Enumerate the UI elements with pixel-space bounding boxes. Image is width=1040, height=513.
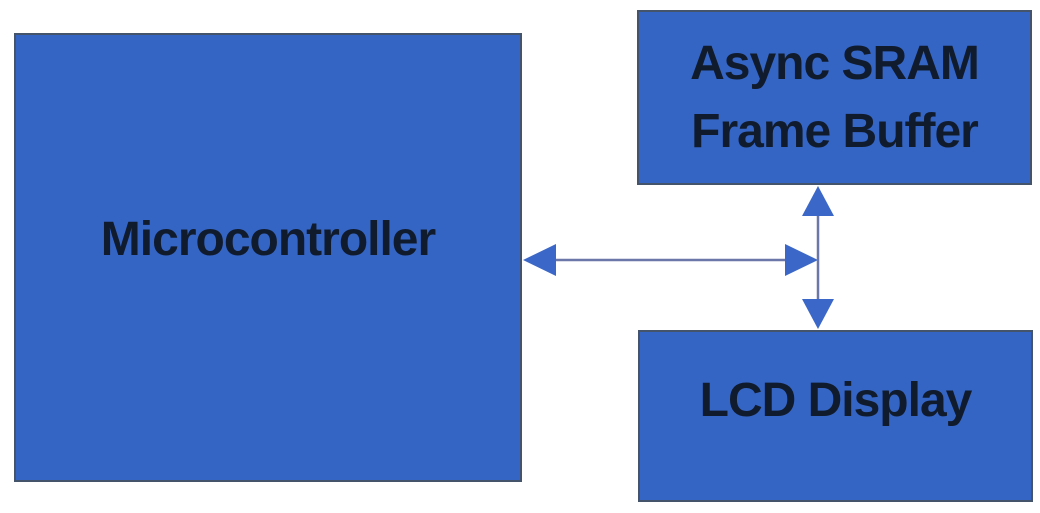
microcontroller-node: Microcontroller bbox=[14, 33, 522, 482]
sram-label-line1: Async SRAM bbox=[690, 36, 980, 90]
async-sram-frame-buffer-node: Async SRAM Frame Buffer bbox=[637, 10, 1032, 185]
arrowhead-up-icon bbox=[802, 186, 834, 216]
sram-label-line2: Frame Buffer bbox=[691, 104, 979, 158]
mcu-bus-bidirectional-arrow bbox=[523, 244, 818, 276]
microcontroller-label: Microcontroller bbox=[100, 212, 436, 266]
arrowhead-right-icon bbox=[785, 244, 818, 276]
arrowhead-down-icon bbox=[802, 299, 834, 329]
arrowhead-left-icon bbox=[523, 244, 556, 276]
lcd-display-label: LCD Display bbox=[699, 374, 973, 427]
lcd-display-node: LCD Display bbox=[638, 330, 1033, 502]
sram-lcd-bidirectional-arrow bbox=[802, 186, 834, 329]
